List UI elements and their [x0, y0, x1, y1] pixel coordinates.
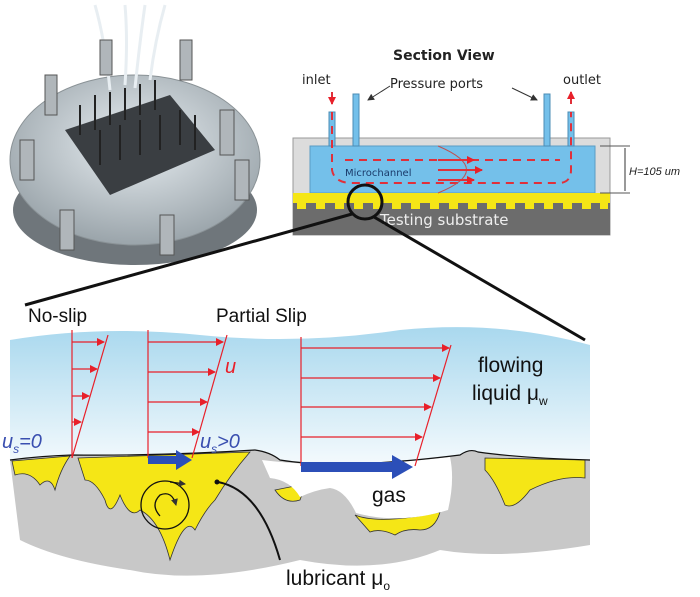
flow-path — [331, 112, 572, 184]
flowing-label: flowing — [478, 354, 543, 377]
gas-pocket — [262, 457, 453, 519]
pressure-port-right — [543, 93, 551, 147]
pressure-port-left — [352, 93, 360, 147]
pressure-port-pointer-right — [511, 87, 538, 101]
pressure-ports-label: Pressure ports — [390, 77, 483, 92]
slip-velocity-arrow — [148, 450, 192, 470]
velocity-label: u — [225, 356, 236, 378]
flowing-liquid — [10, 327, 590, 465]
profile-arrows — [438, 156, 483, 184]
section-view-title: Section View — [393, 48, 495, 64]
zoom-line-left — [24, 212, 353, 307]
inlet-label: inlet — [302, 73, 331, 88]
gas-slip-profile — [300, 337, 452, 467]
substrate-label: Testing substrate — [379, 211, 509, 229]
lubricant-pointer — [217, 481, 281, 561]
no-slip-label: No-slip — [28, 306, 87, 327]
liquid-label: liquid μw — [472, 382, 548, 408]
substrate-grooves — [297, 203, 608, 209]
gas-label: gas — [372, 484, 406, 507]
section-view: Section View inlet Pressure ports outlet… — [24, 48, 680, 342]
lubricant-pockets — [11, 451, 586, 562]
partial-slip-label: Partial Slip — [216, 306, 307, 327]
svg-text:us>0: us>0 — [200, 431, 240, 456]
zoom-line-right — [373, 215, 586, 342]
slip-detail: No-slip Partial Slip u — [2, 306, 591, 593]
us-positive-label: us>0 — [200, 431, 240, 456]
us-zero-label: us=0 — [2, 431, 42, 456]
device-photo — [9, 4, 261, 265]
vortex — [140, 479, 190, 530]
pressure-port-pointer-left — [367, 85, 391, 101]
height-label: H=105 um — [629, 166, 680, 178]
lubricant-pointer-dot — [214, 479, 220, 485]
liquid-interface — [9, 449, 591, 465]
no-slip-profile — [71, 330, 109, 459]
partial-slip-profile — [147, 330, 228, 459]
zoom-circle — [346, 183, 384, 221]
microchannel-label: Microchannel — [345, 168, 411, 179]
svg-text:us=0: us=0 — [2, 431, 42, 456]
lubricant-label: lubricant μo — [286, 567, 390, 593]
lubricant-layer — [293, 193, 610, 203]
gas-slip-velocity-arrow — [301, 455, 413, 479]
outlet-label: outlet — [563, 73, 601, 88]
